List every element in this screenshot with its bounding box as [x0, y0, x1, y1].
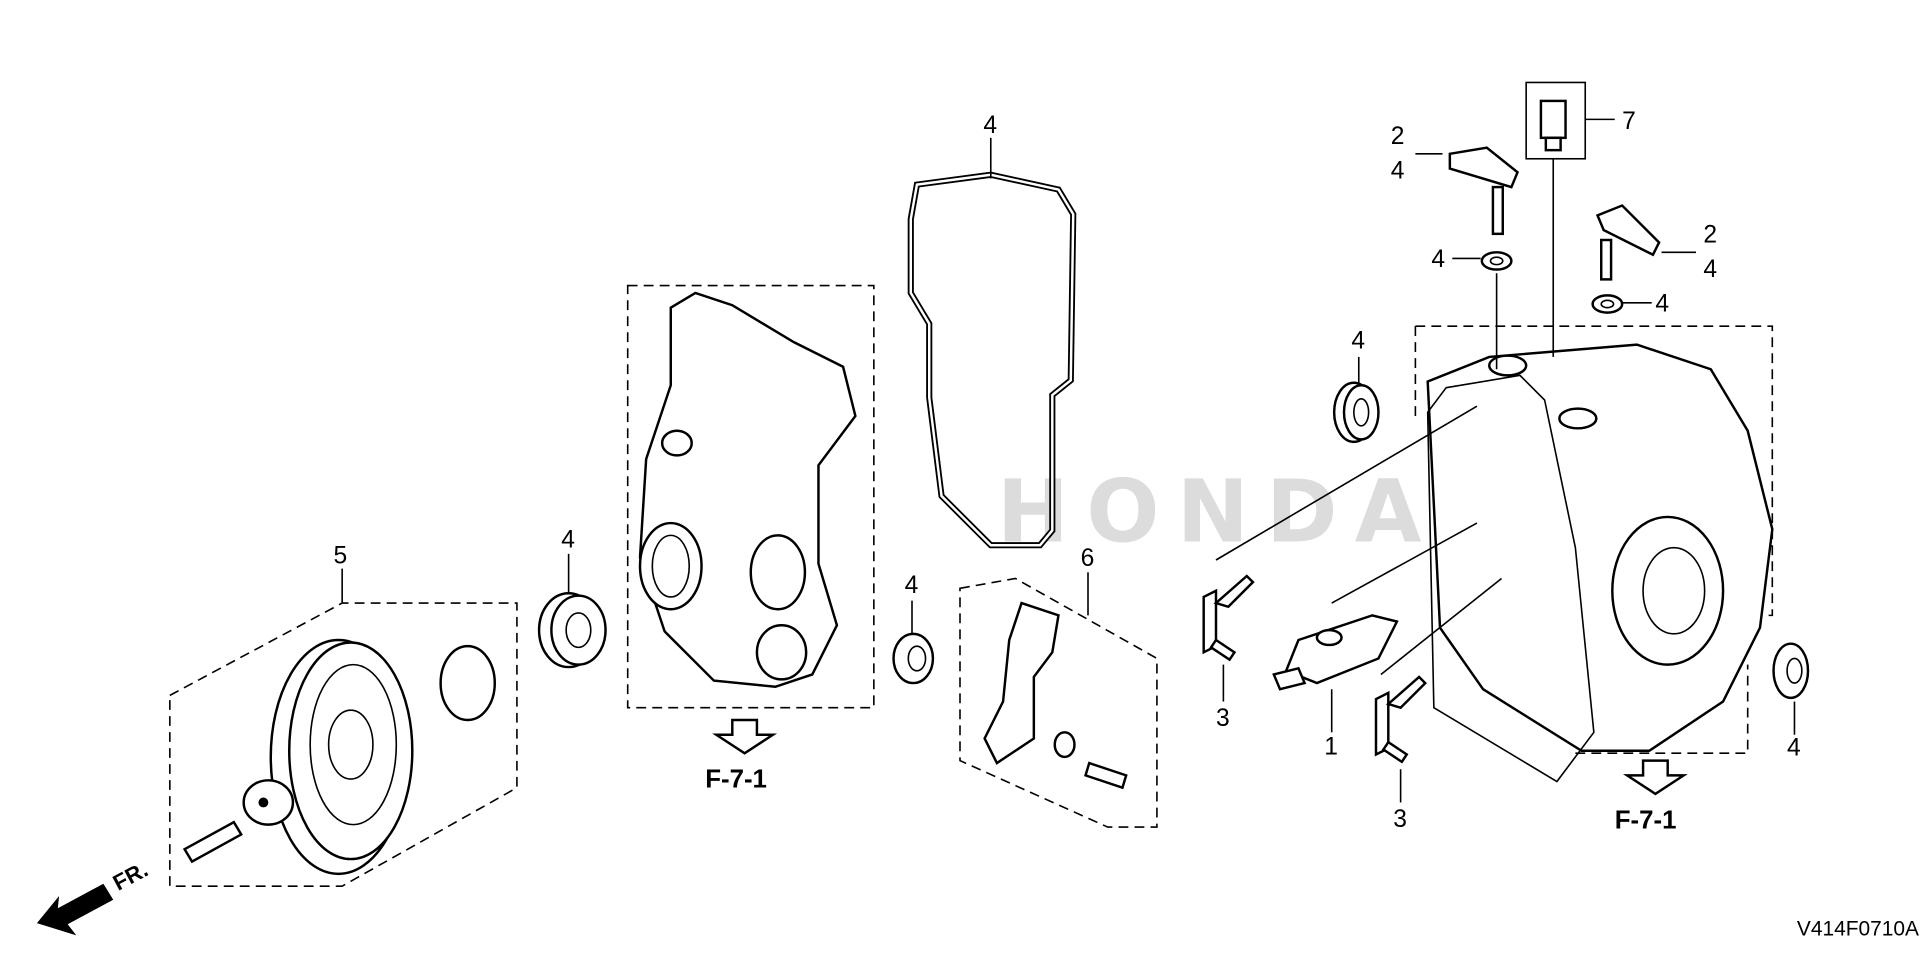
shift-fork[interactable]: [1202, 574, 1255, 662]
arrow-ref-right[interactable]: F-7-1: [1615, 759, 1688, 835]
ref-f-7-1-right[interactable]: F-7-1: [1615, 806, 1677, 834]
svg-text:HONDA: HONDA: [997, 463, 1439, 563]
shift-arm-assembly[interactable]: [959, 577, 1158, 828]
callout-7: 7: [1622, 108, 1636, 135]
callout-4-top-b: 4: [1655, 290, 1669, 317]
callout-2-a: 2: [1391, 123, 1405, 150]
callout-3-a: 3: [1216, 705, 1230, 732]
callout-6: 6: [1081, 545, 1095, 572]
callout-4-top: 4: [1431, 246, 1445, 273]
callout-4-gasket: 4: [983, 112, 997, 139]
o-ring[interactable]: [1480, 251, 1513, 271]
oil-seal[interactable]: [1332, 381, 1380, 444]
callout-4-seal-a: 4: [1351, 327, 1365, 354]
o-ring[interactable]: [1591, 294, 1624, 314]
drawing-code: V414F0710A: [1797, 917, 1919, 940]
callout-3-b: 3: [1393, 806, 1407, 833]
shift-fork[interactable]: [1374, 675, 1427, 764]
callout-4-lever-b: 4: [1703, 256, 1717, 283]
case-cover[interactable]: [626, 284, 875, 709]
callout-4-far-right: 4: [1787, 735, 1801, 762]
oil-seal[interactable]: [892, 632, 935, 685]
front-direction-arrow: FR.: [36, 857, 152, 936]
front-label: FR.: [109, 857, 152, 896]
callout-4-mid: 4: [905, 572, 919, 599]
ref-f-7-1-left[interactable]: F-7-1: [705, 766, 767, 794]
callout-2-b: 2: [1703, 221, 1717, 248]
callout-4-left: 4: [561, 527, 575, 554]
sensor-switch[interactable]: [1525, 81, 1587, 160]
honda-watermark: HONDA: [997, 463, 1439, 563]
callout-1: 1: [1324, 733, 1338, 760]
shift-lever[interactable]: [1595, 204, 1661, 281]
oil-seal[interactable]: [1772, 642, 1810, 700]
gasket[interactable]: [907, 171, 1077, 549]
arrow-ref-left[interactable]: F-7-1: [705, 718, 778, 794]
callout-5: 5: [334, 543, 348, 570]
transmission-case[interactable]: [1414, 325, 1774, 783]
oil-seal[interactable]: [537, 592, 607, 669]
shift-slider[interactable]: [1272, 614, 1399, 691]
pulley-assembly[interactable]: [169, 602, 518, 887]
callout-4-lever-a: 4: [1391, 157, 1405, 184]
shift-lever[interactable]: [1448, 146, 1520, 236]
